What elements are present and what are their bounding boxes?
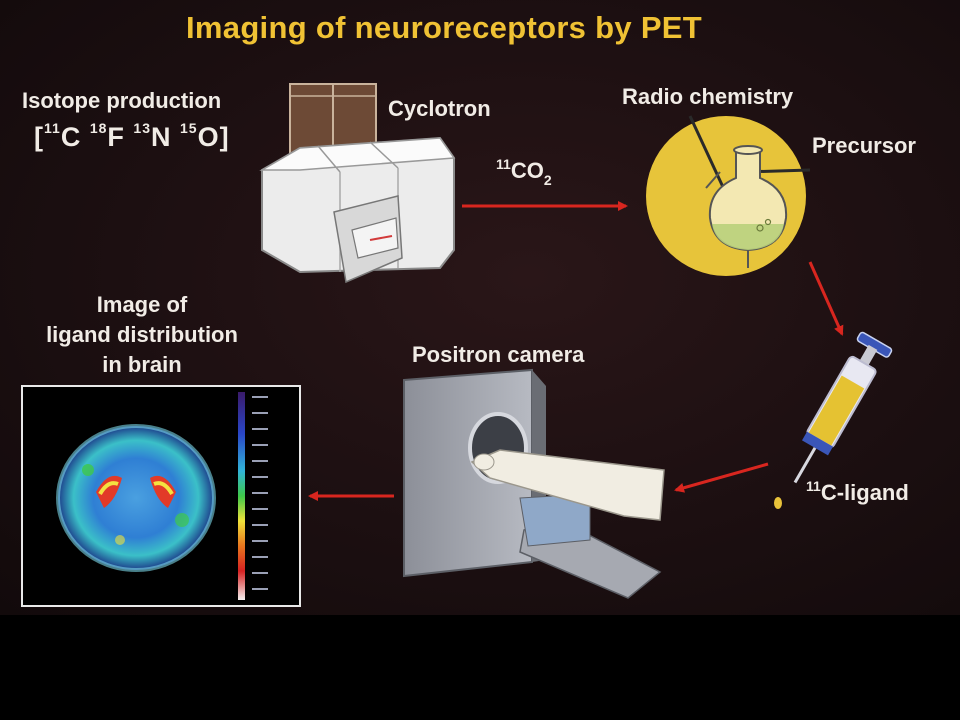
isotope-symbol: F: [107, 122, 125, 152]
arrow-chemistry-to-syringe: [808, 261, 844, 336]
cyclotron-label: Cyclotron: [388, 96, 491, 121]
syringe: [793, 331, 893, 484]
co2-subscript: 2: [543, 172, 552, 188]
positron-camera-label: Positron camera: [412, 342, 585, 367]
color-scale-bar: [238, 392, 245, 600]
arrow-syringe-to-camera: [674, 462, 769, 493]
isotope-mass: 18: [89, 120, 108, 136]
ligand-mass: 11: [806, 478, 821, 494]
bracket-open: [: [34, 122, 44, 152]
brain-image-label-line3: in brain: [102, 352, 182, 377]
brain-image-panel: [21, 385, 301, 607]
ligand-text: C-ligand: [820, 480, 909, 505]
bracket-close: ]: [219, 122, 230, 152]
pet-slide: Imaging of neuroreceptors by PET Isotope…: [0, 0, 960, 615]
isotope-symbol: O: [197, 122, 220, 152]
cyclotron-machine: [259, 136, 456, 284]
isotope-production-label: Isotope production: [22, 88, 222, 113]
isotope-symbol: C: [60, 122, 82, 152]
brain-image-label-line1: Image of: [96, 292, 188, 317]
brain-scan: [58, 426, 214, 570]
diagram-art: [21, 83, 893, 607]
slide-title: Imaging of neuroreceptors by PET: [186, 10, 703, 45]
isotope-mass: 13: [133, 120, 151, 136]
ligand-label: 11C-ligand: [806, 478, 909, 506]
isotope-mass: 11: [44, 120, 61, 136]
isotope-symbol: N: [151, 122, 172, 152]
co2-label: 11CO2: [496, 156, 552, 188]
isotope-mass: 15: [180, 120, 198, 136]
positron-camera-machine: [403, 368, 665, 599]
isotope-list: [11C 18F 13N 15O]: [34, 120, 230, 153]
co2-formula: CO: [510, 158, 544, 183]
precursor-label: Precursor: [812, 133, 916, 158]
radio-chemistry-label: Radio chemistry: [622, 84, 794, 109]
flow-arrows: [308, 201, 844, 501]
ligand-drop: [774, 497, 782, 509]
brain-image-label-line2: ligand distribution: [46, 322, 238, 347]
co2-mass: 11: [496, 156, 511, 172]
radio-chemistry-flask: [646, 115, 811, 276]
